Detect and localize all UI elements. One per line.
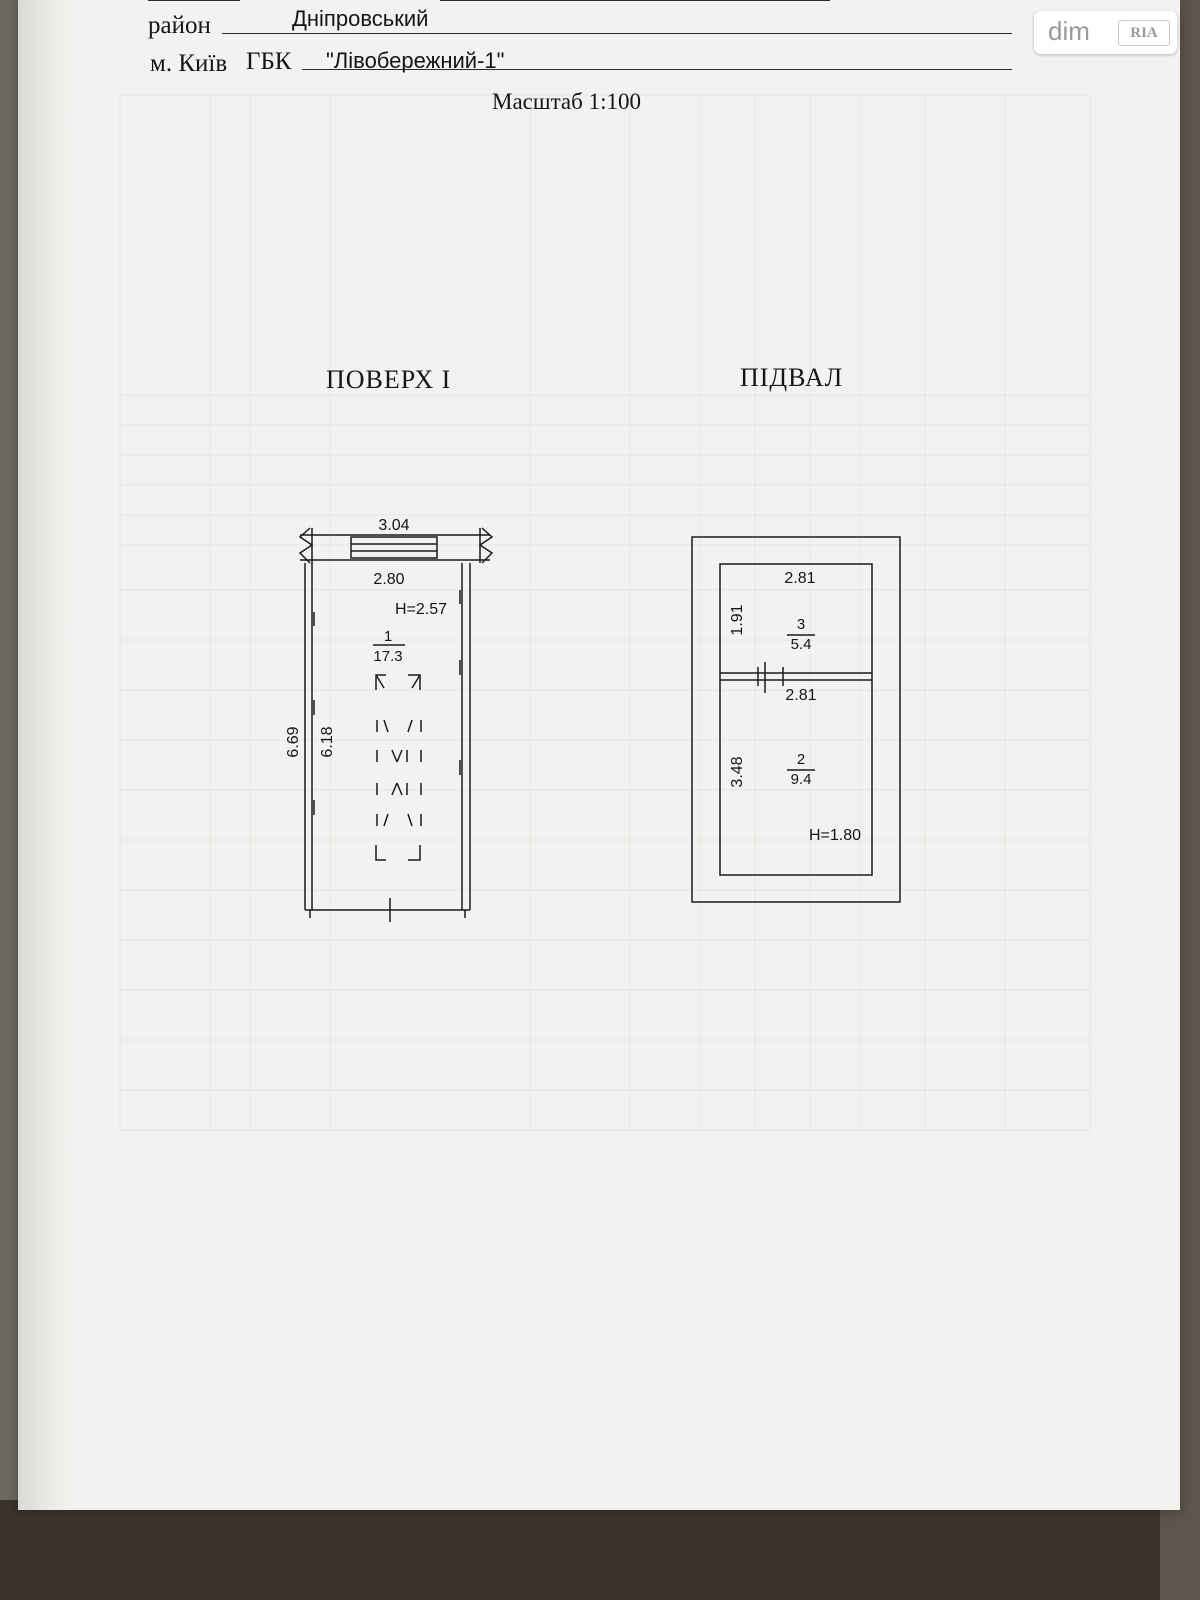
floor1-inner-width: 2.80 [373,571,404,588]
floor1-room-area: 17.3 [373,648,402,665]
tablecloth-bottom [0,1500,1200,1600]
room2-area: 9.4 [791,771,812,788]
watermark-dim-text: dim [1048,16,1090,46]
floor1-height: H=2.57 [395,601,447,618]
gbk-value: "Лівобережний-1" [326,48,505,73]
room2-length: 3.48 [729,756,746,787]
floor1-outer-length: 6.69 [285,726,302,757]
room2-width: 2.81 [785,687,816,704]
district-value: Дніпровський [292,6,429,31]
room3-number: 3 [797,616,805,633]
city-label: м. Київ [150,50,228,77]
show-through-table [119,94,1091,1131]
floor1-inner-length: 6.18 [319,726,336,757]
floor1-walls [304,563,471,922]
room3-width: 2.81 [784,570,815,587]
district-label: район [148,12,211,39]
floor1-room-number: 1 [384,628,392,645]
basement-plan: 2.81 1.91 3 5.4 2.81 3.48 2 9.4 H=1.80 [691,536,901,903]
basement-outer-wall [691,536,901,903]
page-binding-edge [20,0,75,1510]
floor1-title: ПОВЕРХ І [326,365,452,394]
room3-area: 5.4 [791,636,812,653]
document-page: район Дніпровський м. Київ ГБК "Лівобере… [18,0,1180,1510]
basement-title: ПІДВАЛ [740,363,844,392]
gbk-underline [302,69,1012,70]
basement-inner-wall [719,563,873,876]
room3-length: 1.91 [729,604,746,635]
floor1-plan: 3.04 2.80 H=2.57 1 17.3 6.69 6.18 [285,517,494,922]
district-underline [222,33,1012,34]
top-partial-underline-2 [440,0,830,1]
gbk-label: ГБК [246,48,292,75]
floor1-car-symbol [375,674,422,861]
room2-number: 2 [797,751,805,768]
floor1-gate-frame [298,527,494,564]
basement-height: H=1.80 [809,827,861,844]
scale-label: Масштаб 1:100 [492,89,641,114]
top-partial-underline [148,0,240,1]
watermark-ria-logo: RIA [1118,20,1170,46]
dimria-watermark: dim RIA [1034,11,1177,54]
floor1-outer-width: 3.04 [378,517,409,534]
